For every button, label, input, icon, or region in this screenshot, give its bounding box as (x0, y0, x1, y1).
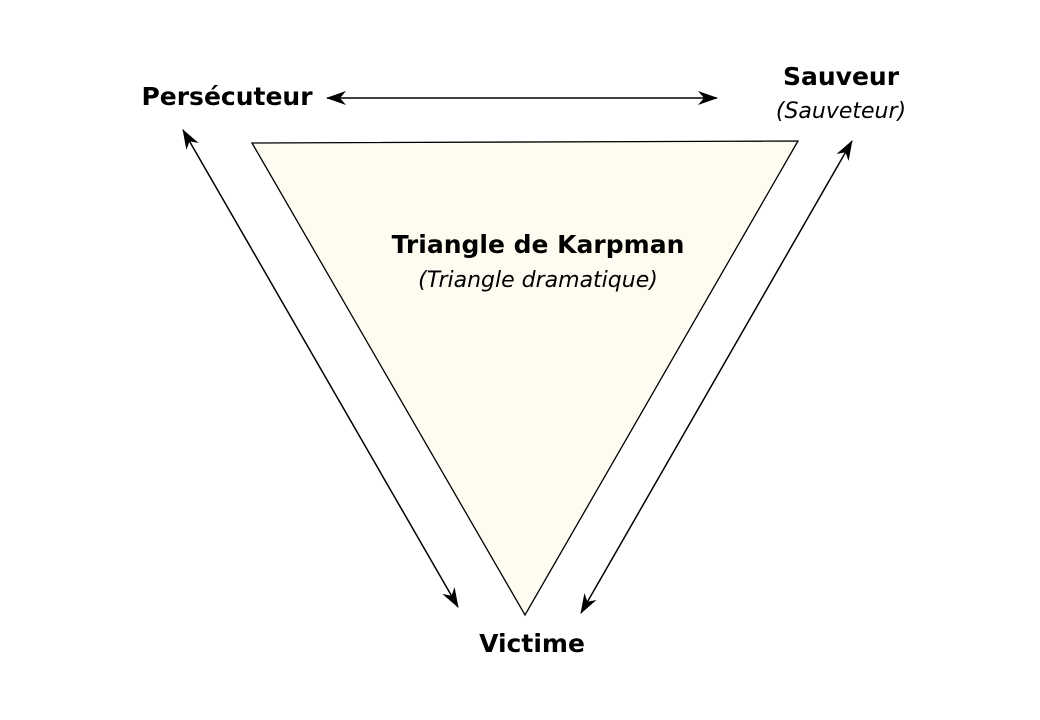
arrow-rescuer-victim (580, 140, 853, 614)
diagram-title: Triangle de Karpman (392, 230, 685, 259)
label-victim: Victime (479, 629, 585, 658)
diagram-subtitle: (Triangle dramatique) (418, 268, 658, 293)
label-rescuer-alt: (Sauveteur) (776, 99, 906, 124)
label-persecutor: Persécuteur (141, 82, 313, 111)
arrow-persecutor-victim (182, 129, 459, 608)
label-rescuer: Sauveur (783, 62, 900, 91)
